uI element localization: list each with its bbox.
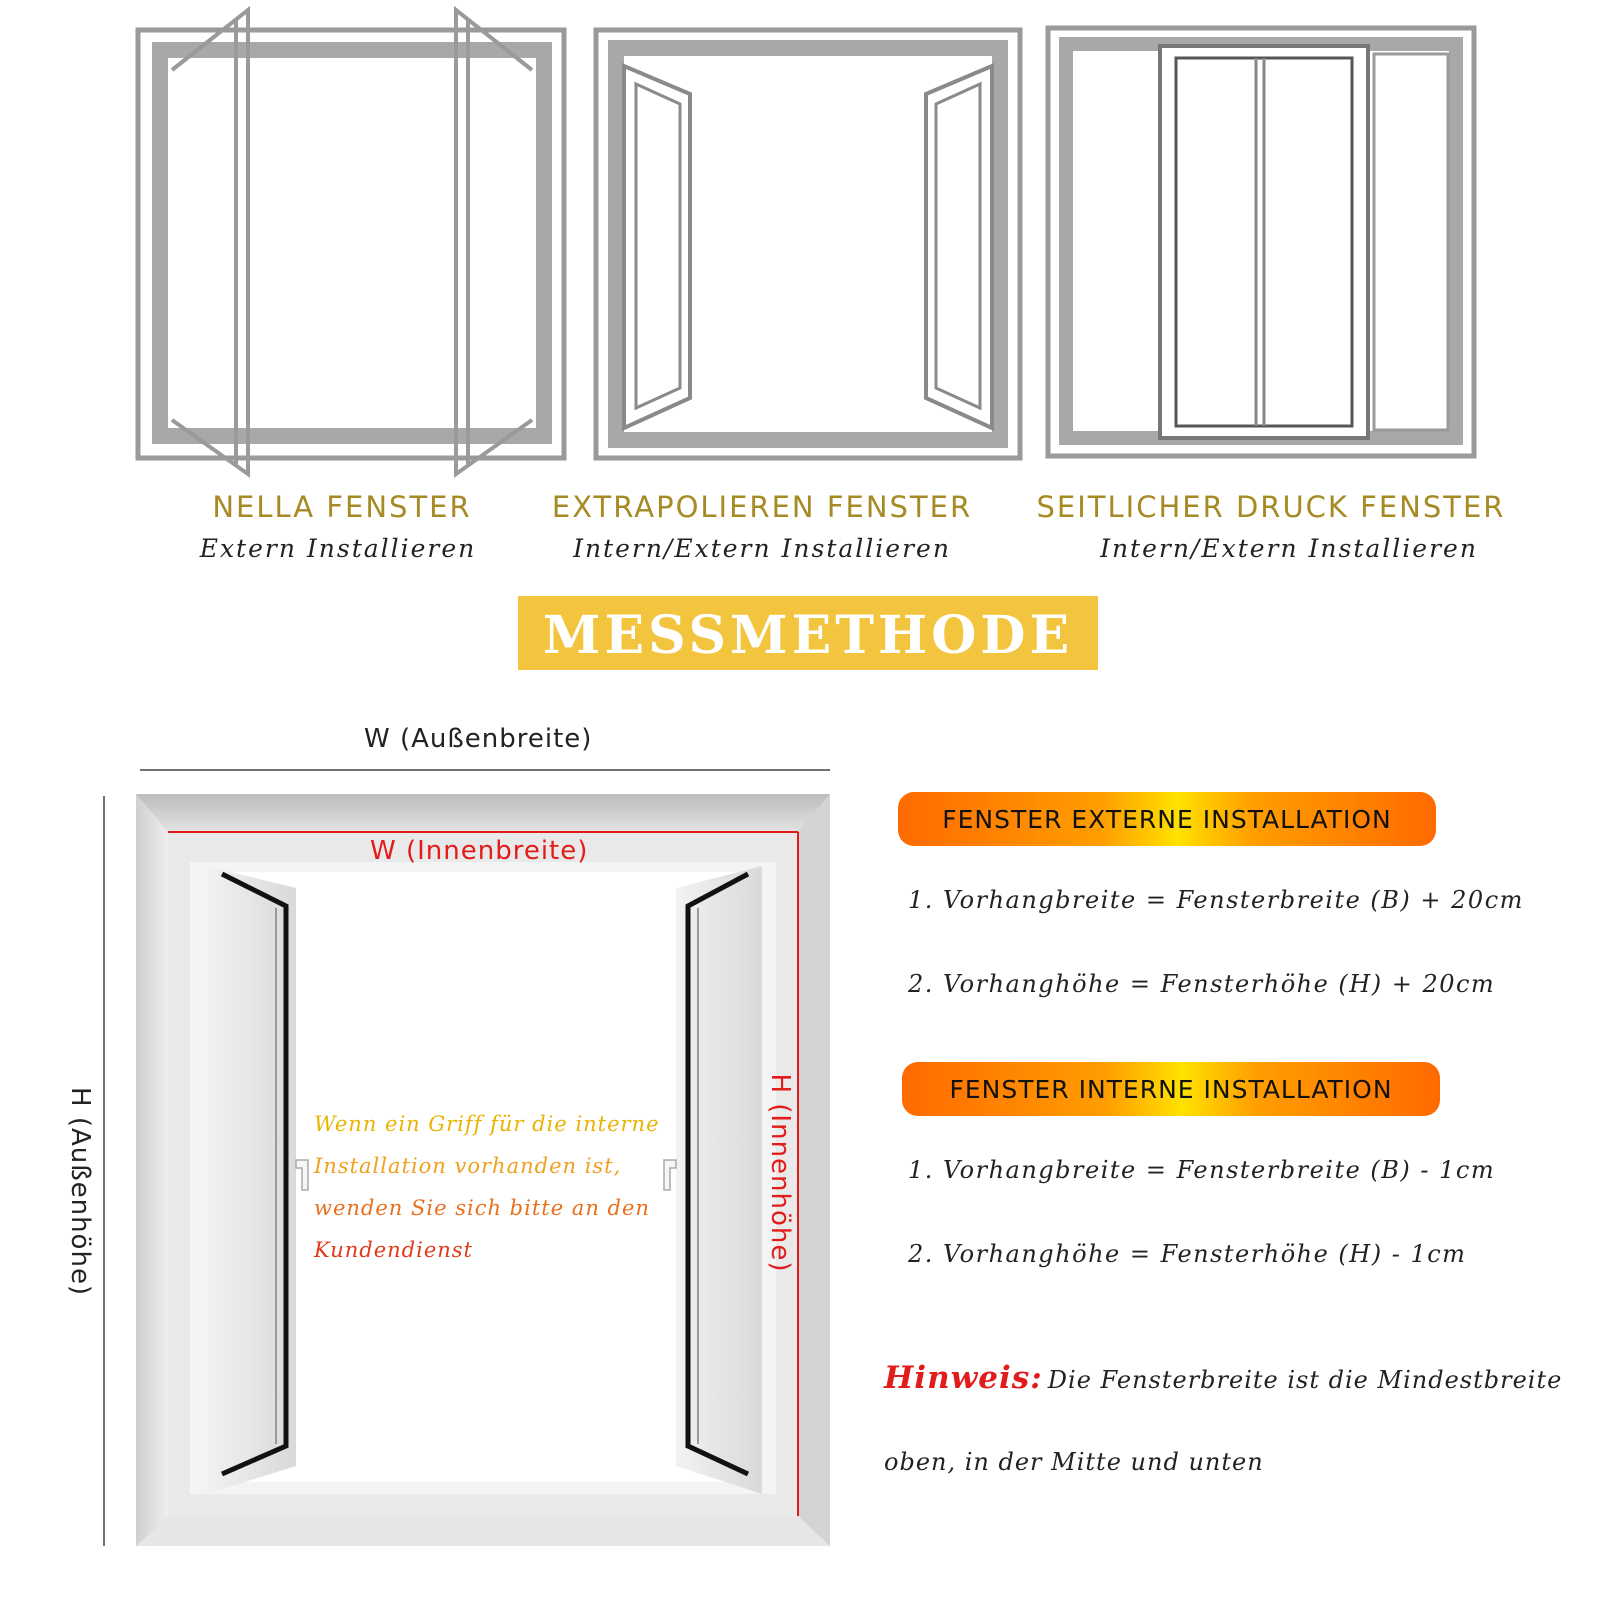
- seitlicher-druck-window-illustration: [1045, 25, 1477, 459]
- measurement-diagram: [103, 769, 830, 1546]
- extrapolieren-left-sash: [622, 62, 692, 432]
- left-handle-icon: [295, 1159, 309, 1191]
- extrapolieren-title: EXTRAPOLIEREN FENSTER: [551, 490, 973, 524]
- nella-inner-frame: [152, 42, 552, 444]
- handle-note-line-1: Wenn ein Griff für die interne: [314, 1112, 660, 1136]
- handle-note-line-4: Kundendienst: [314, 1238, 473, 1262]
- nella-title: NELLA FENSTER: [212, 490, 472, 524]
- nella-window-illustration: [135, 5, 567, 478]
- messmethode-banner: MESSMETHODE: [518, 596, 1098, 670]
- nella-subtitle: Extern Installieren: [199, 534, 477, 563]
- external-step-1: 1. Vorhangbreite = Fensterbreite (B) + 2…: [908, 886, 1524, 914]
- nella-outer-frame: [135, 27, 567, 461]
- internal-installation-heading: FENSTER INTERNE INSTALLATION: [902, 1062, 1440, 1116]
- nella-right-sash: [454, 5, 534, 478]
- handle-note-line-2: Installation vorhanden ist,: [314, 1154, 622, 1178]
- internal-heading-text: FENSTER INTERNE INSTALLATION: [949, 1074, 1393, 1104]
- handle-note-line-3: wenden Sie sich bitte an den: [314, 1196, 650, 1220]
- banner-title: MESSMETHODE: [542, 604, 1074, 666]
- internal-step-2: 2. Vorhanghöhe = Fensterhöhe (H) - 1cm: [908, 1240, 1467, 1268]
- external-step-2: 2. Vorhanghöhe = Fensterhöhe (H) + 20cm: [908, 970, 1496, 998]
- right-handle-icon: [663, 1159, 677, 1191]
- extrapolieren-right-sash: [924, 62, 994, 432]
- left-sash: [206, 866, 296, 1494]
- inner-height-label: H (Innenhöhe): [765, 1073, 795, 1273]
- extrapolieren-outer-frame: [593, 27, 1023, 461]
- external-heading-text: FENSTER EXTERNE INSTALLATION: [942, 804, 1392, 834]
- outer-height-label: H (Außenhöhe): [65, 1087, 95, 1297]
- hinweis-label: Hinweis:: [884, 1360, 1043, 1396]
- extrapolieren-subtitle: Intern/Extern Installieren: [573, 534, 951, 563]
- hinweis-line-2: oben, in der Mitte und unten: [884, 1448, 1264, 1476]
- internal-step-1: 1. Vorhangbreite = Fensterbreite (B) - 1…: [908, 1156, 1496, 1184]
- seitlicher-title: SEITLICHER DRUCK FENSTER: [1036, 490, 1506, 524]
- extrapolieren-inner-frame: [608, 40, 1008, 448]
- nella-left-sash: [170, 5, 250, 478]
- external-installation-heading: FENSTER EXTERNE INSTALLATION: [898, 792, 1436, 846]
- inner-width-label: W (Innenbreite): [370, 836, 589, 866]
- extrapolieren-window-illustration: [593, 27, 1023, 461]
- seitlicher-subtitle: Intern/Extern Installieren: [1100, 534, 1478, 563]
- hinweis-note: Hinweis: Die Fensterbreite ist die Minde…: [884, 1360, 1562, 1396]
- hinweis-line-1: Die Fensterbreite ist die Mindestbreite: [1047, 1366, 1563, 1394]
- seitlicher-outer-frame: [1045, 25, 1477, 459]
- outer-width-label: W (Außenbreite): [364, 724, 593, 754]
